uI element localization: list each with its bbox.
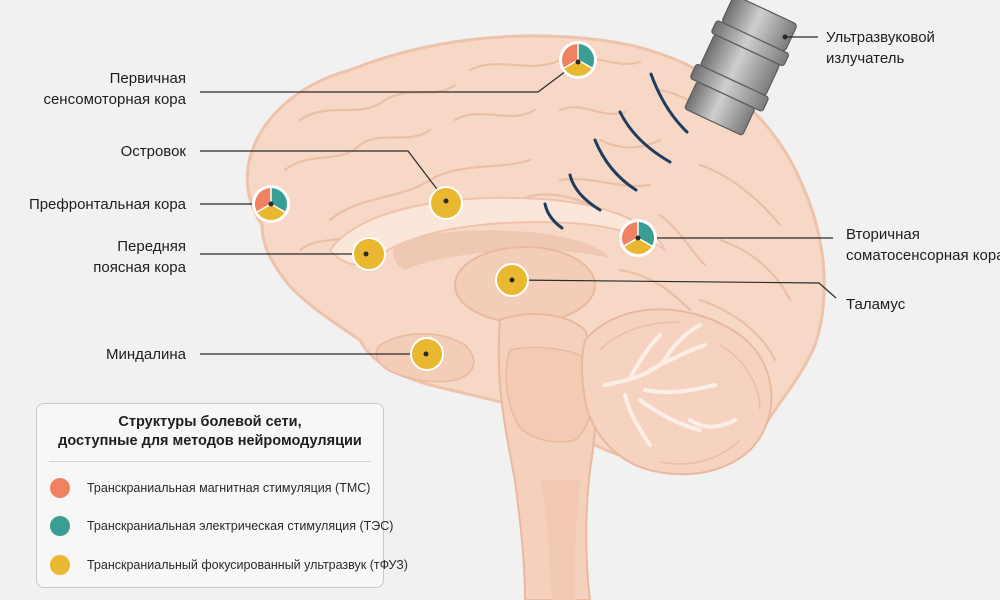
label-acc-1: Передняя bbox=[117, 238, 186, 255]
legend-divider bbox=[49, 461, 371, 462]
leader-thalamus bbox=[511, 279, 837, 299]
legend-item-label: Транскраниальная магнитная стимуляция (Т… bbox=[87, 481, 371, 495]
labels: Первичная сенсомоторная кора Островок Пр… bbox=[29, 29, 1000, 363]
spinal-cord-shape bbox=[540, 480, 580, 600]
label-primary-cortex-2: сенсомоторная кора bbox=[43, 91, 186, 108]
label-prefrontal: Префронтальная кора bbox=[29, 196, 187, 213]
pons-bulge bbox=[505, 346, 594, 443]
legend-box: Структуры болевой сети, доступные для ме… bbox=[36, 403, 408, 588]
legend-title-line1: Структуры болевой сети, bbox=[118, 414, 302, 430]
label-acc-2: поясная кора bbox=[93, 259, 186, 276]
label-primary-cortex-1: Первичная bbox=[110, 70, 186, 87]
marker-acc bbox=[352, 237, 386, 271]
leader-lines bbox=[200, 36, 837, 355]
legend-item-label: Транскраниальный фокусированный ультразв… bbox=[87, 558, 408, 572]
label-transducer-2: излучатель bbox=[826, 50, 904, 67]
legend-title: Структуры болевой сети, доступные для ме… bbox=[37, 413, 383, 451]
tes-dot-icon bbox=[50, 516, 70, 536]
label-thalamus: Таламус bbox=[846, 296, 906, 313]
pie-marker-secondary bbox=[619, 219, 657, 257]
tfus-dot-icon bbox=[50, 555, 70, 575]
label-secondary-2: соматосенсорная кора bbox=[846, 247, 1000, 264]
leader-dots bbox=[268, 34, 788, 357]
legend-item-tes: Транскраниальная электрическая стимуляци… bbox=[50, 515, 393, 537]
arbor-vitae bbox=[603, 323, 737, 447]
legend-item-tms: Транскраниальная магнитная стимуляция (Т… bbox=[50, 477, 370, 499]
ultrasound-transducer-icon bbox=[684, 0, 797, 136]
leader-insula bbox=[200, 150, 447, 202]
label-secondary-1: Вторичная bbox=[846, 226, 920, 243]
legend-item-tfus: Транскраниальный фокусированный ультразв… bbox=[50, 554, 408, 576]
brain-illustration bbox=[245, 34, 826, 600]
cerebellum-folia bbox=[599, 321, 761, 465]
tms-dot-icon bbox=[50, 478, 70, 498]
label-amygdala: Миндалина bbox=[106, 346, 187, 363]
legend-item-label: Транскраниальная электрическая стимуляци… bbox=[87, 519, 394, 533]
ultrasound-waves-icon bbox=[543, 72, 689, 230]
label-transducer-1: Ультразвуковой bbox=[826, 29, 935, 46]
label-insula: Островок bbox=[121, 143, 187, 160]
legend-title-line2: доступные для методов нейромодуляции bbox=[58, 433, 362, 449]
